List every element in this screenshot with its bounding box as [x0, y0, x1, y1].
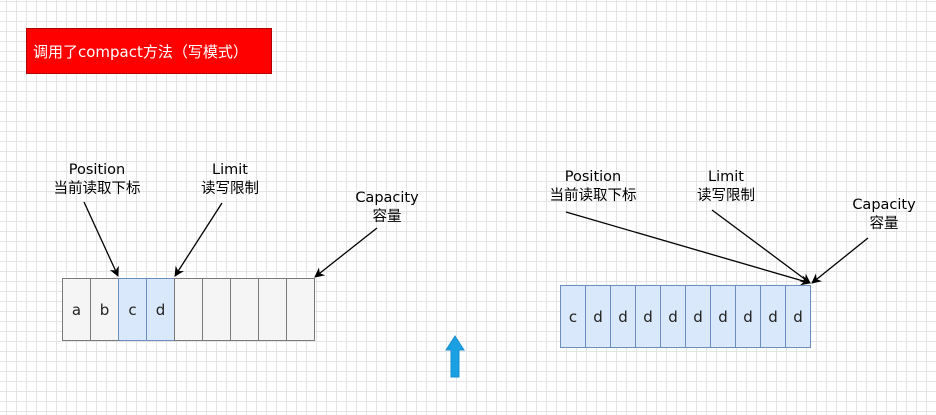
right-capacity-arrow — [811, 237, 869, 284]
right-position-arrow — [565, 211, 811, 286]
left-buffer-cell-8 — [286, 278, 315, 341]
right-position-name: Position — [564, 169, 622, 185]
title-text: 调用了compact方法（写模式） — [33, 43, 248, 61]
left-buffer-cell-4 — [174, 278, 203, 341]
left-position-desc: 当前读取下标 — [53, 181, 141, 197]
right-capacity-desc: 容量 — [869, 216, 899, 232]
right-buffer-cell-9: d — [785, 285, 811, 348]
right-limit-arrow — [711, 209, 811, 284]
left-position-arrow — [83, 201, 119, 277]
right-buffer-cell-4: d — [660, 285, 686, 348]
left-limit-label: Limit 读写限制 — [201, 161, 259, 199]
left-capacity-label: Capacity 容量 — [355, 189, 418, 227]
left-position-name: Position — [68, 162, 126, 178]
title-box: 调用了compact方法（写模式） — [26, 28, 272, 74]
left-capacity-arrow — [314, 227, 378, 278]
right-buffer-cell-3: d — [635, 285, 661, 348]
right-limit-name: Limit — [708, 169, 744, 185]
right-buffer-cell-5: d — [685, 285, 711, 348]
left-buffer-cell-0: a — [62, 278, 91, 341]
left-limit-name: Limit — [212, 162, 248, 178]
left-capacity-desc: 容量 — [372, 209, 402, 225]
left-limit-arrow — [174, 202, 223, 277]
left-buffer-cell-1: b — [90, 278, 119, 341]
right-limit-desc: 读写限制 — [697, 188, 755, 204]
right-capacity-name: Capacity — [852, 197, 916, 213]
right-capacity-label: Capacity 容量 — [852, 196, 915, 234]
left-limit-desc: 读写限制 — [201, 181, 259, 197]
right-buffer-cell-7: d — [735, 285, 761, 348]
right-position-label: Position 当前读取下标 — [550, 168, 637, 206]
left-position-label: Position 当前读取下标 — [54, 161, 141, 199]
up-arrow-icon — [445, 335, 465, 378]
left-capacity-name: Capacity — [355, 190, 419, 206]
right-position-desc: 当前读取下标 — [549, 188, 637, 204]
right-buffer-cell-8: d — [760, 285, 786, 348]
left-buffer-cell-5 — [202, 278, 231, 341]
right-limit-label: Limit 读写限制 — [697, 168, 755, 206]
